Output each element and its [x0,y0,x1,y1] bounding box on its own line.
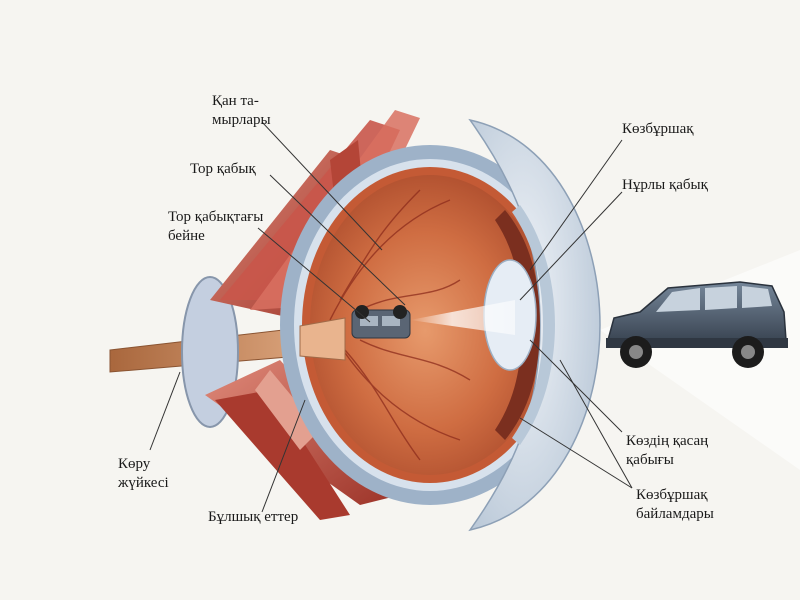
label-ciliary-body: Көздің қасаң қабығы [626,433,709,468]
car-illustration [606,281,788,368]
label-optic-nerve: Көру жүйкесі [118,456,169,491]
label-iris: Нұрлы қабық [622,177,708,193]
label-retina: Тор қабық [190,161,256,177]
label-retina-image: Тор қабықтағы бейне [168,209,264,244]
optic-disc [299,317,346,361]
ciliary-body [512,205,555,445]
label-lens: Көзбұршақ [622,121,694,137]
leader-lines [149,121,633,513]
iris [495,210,540,440]
light-beam-inner [410,300,515,335]
muscle-lower-tendon [255,370,320,450]
label-lens-ligaments: Көзбұршақ байламдары [636,487,714,522]
muscle-lower-2 [215,390,350,520]
cornea [468,118,601,532]
retina-image-car [351,305,411,339]
label-muscles: Бұлшық еттер [208,509,299,525]
label-blood-vessels: Қан та- мырлары [212,93,271,128]
